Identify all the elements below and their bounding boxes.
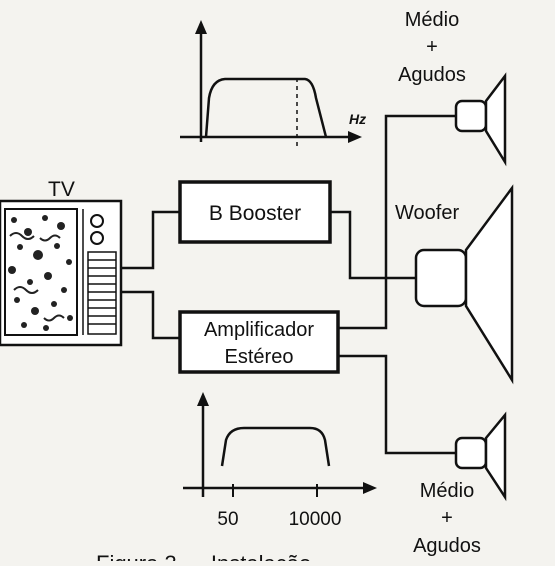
tv-screen-noise	[8, 215, 73, 331]
woofer-speaker: Woofer	[395, 184, 514, 385]
amplifier-label-line1: Amplificador	[204, 319, 314, 341]
amplifier-label-line2: Estéreo	[225, 346, 294, 368]
bottom-graph-label-50: 50	[217, 509, 238, 530]
tv-knob-1	[90, 214, 104, 228]
amplifier-response-graph: 50 10000	[183, 392, 377, 530]
amplifier-box	[178, 310, 340, 374]
top-mid-speaker: Médio + Agudos	[398, 9, 507, 167]
bottom-graph-x-arrow	[363, 482, 377, 494]
top-graph-unit: Hz	[349, 111, 366, 127]
booster-response-graph: Hz	[180, 20, 366, 150]
bottom-speaker-cone	[484, 411, 507, 502]
top-speaker-line1: Médio	[405, 9, 459, 31]
bottom-speaker-magnet	[454, 436, 488, 470]
top-speaker-line2: +	[426, 36, 438, 58]
booster-module: B Booster	[178, 180, 332, 244]
bottom-mid-speaker: Médio + Agudos	[413, 411, 507, 557]
top-graph-x-arrow	[348, 131, 362, 143]
bottom-graph-curve	[220, 426, 331, 467]
figure-caption-partial: Figura 3 — Instalação	[96, 551, 311, 561]
speaker-wiring	[330, 114, 456, 455]
tv-wiring	[121, 210, 180, 340]
top-speaker-cone	[484, 72, 507, 167]
woofer-magnet	[414, 248, 468, 308]
woofer-cone	[464, 184, 514, 385]
tv-label: TV	[48, 178, 75, 201]
top-graph-y-arrow	[195, 20, 207, 34]
amplifier-module: Amplificador Estéreo	[178, 310, 340, 374]
booster-label: B Booster	[209, 202, 301, 225]
bottom-speaker-line3: Agudos	[413, 535, 481, 557]
bottom-graph-label-10000: 10000	[289, 509, 342, 530]
bottom-graph-y-arrow	[197, 392, 209, 406]
top-speaker-line3: Agudos	[398, 64, 466, 86]
booster-box	[178, 180, 332, 244]
woofer-label: Woofer	[395, 202, 459, 224]
bottom-speaker-line1: Médio	[420, 480, 474, 502]
tv-speaker-grille	[87, 251, 117, 335]
top-speaker-magnet	[454, 99, 488, 133]
tv-screen	[4, 208, 78, 336]
bottom-speaker-line2: +	[441, 507, 453, 529]
tv-knob-2	[90, 231, 104, 245]
top-graph-curve	[204, 77, 328, 138]
tv-set: TV	[0, 178, 123, 347]
